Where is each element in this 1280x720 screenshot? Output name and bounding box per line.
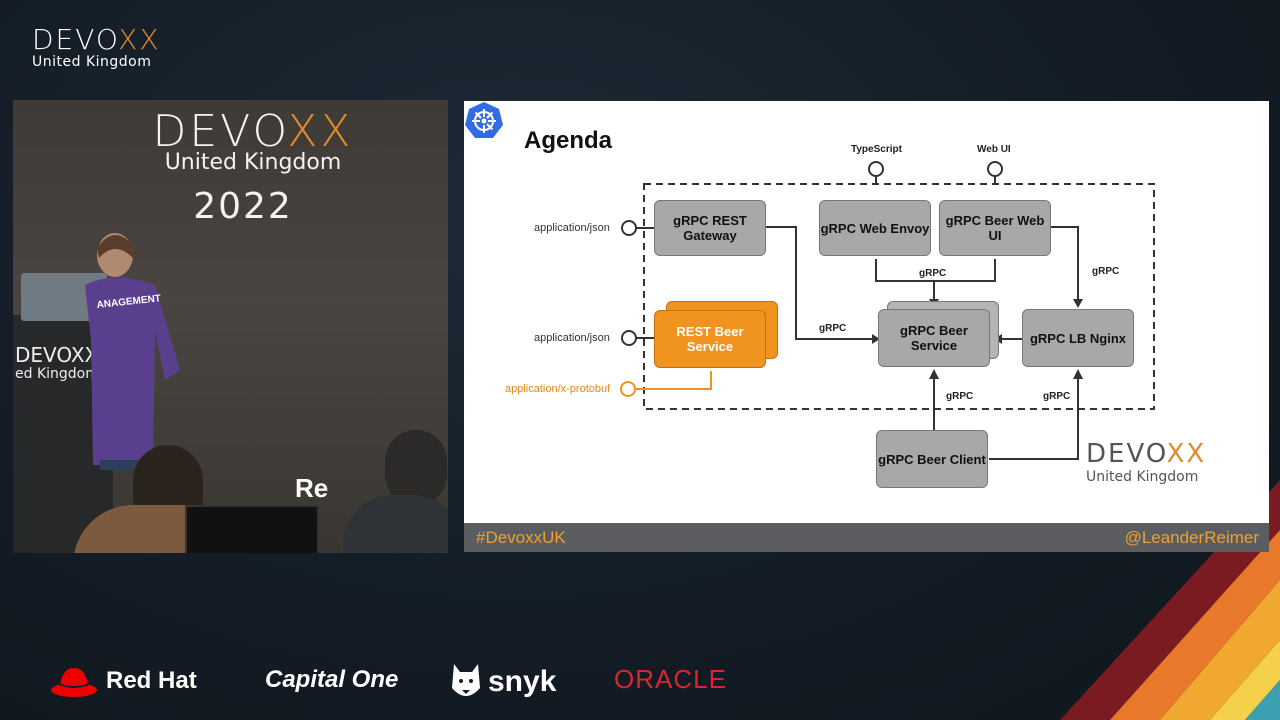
grpc-label-client: gRPC: [946, 391, 974, 402]
speaker-handle: @LeanderReimer: [1124, 528, 1259, 547]
podium-logo-word: DEVOXX: [15, 343, 99, 367]
monitor: [185, 505, 319, 553]
sponsor-capitalone: Capital One: [265, 666, 399, 693]
podium-logo-subtitle: ed Kingdom: [15, 366, 99, 382]
webui-label: Web UI: [977, 144, 1011, 155]
slide-devoxx-subtitle: United Kingdom: [1086, 469, 1199, 485]
audience-head-2: [385, 430, 447, 506]
presentation-slide: Agenda g: [464, 101, 1269, 552]
redhat-banner-partial: Re: [295, 473, 329, 503]
grpc-label-top: gRPC: [919, 268, 947, 279]
rest-beer-service-box: REST Beer Service: [654, 310, 766, 368]
grpc-label-left: gRPC: [819, 323, 847, 334]
sponsor-bar: Red Hat Capital One snyk ORACLE: [0, 650, 1280, 710]
grpc-label-right: gRPC: [1092, 266, 1120, 277]
sponsor-snyk: snyk: [450, 660, 556, 704]
stage-banner-subtitle: United Kingdom: [164, 150, 342, 175]
snyk-dog-icon: [452, 664, 480, 696]
audience-body-2: [343, 495, 448, 553]
json-label-2: application/json: [534, 332, 610, 344]
devoxx-logo: DEVOXX United Kingdom: [32, 23, 161, 71]
grpc-beer-service-box: gRPC Beer Service: [878, 309, 990, 367]
devoxx-logo-word: DEVOXX: [32, 23, 161, 56]
sponsor-redhat: Red Hat: [50, 664, 197, 698]
hashtag-text: #DevoxxUK: [476, 528, 566, 547]
typescript-label: TypeScript: [851, 144, 902, 155]
grpc-web-envoy-box: gRPC Web Envoy: [819, 200, 931, 256]
slide-title: Agenda: [524, 127, 613, 154]
redhat-icon: [51, 668, 97, 697]
speaker-video: DEVOXX United Kingdom 2022 DEVOXX ed Kin…: [13, 100, 448, 553]
grpc-beer-webui-box: gRPC Beer Web UI: [939, 200, 1051, 256]
sponsor-oracle: ORACLE: [614, 664, 727, 694]
slide-devoxx-logo: DEVOXX United Kingdom: [1086, 439, 1206, 485]
redhat-label: Red Hat: [106, 667, 197, 694]
kubernetes-icon: [465, 102, 503, 138]
slide-devoxx-word: DEVOXX: [1086, 439, 1207, 469]
grpc-beer-client-box: gRPC Beer Client: [876, 430, 988, 488]
grpc-rest-gateway-box: gRPC REST Gateway: [654, 200, 766, 256]
stage-banner-year: 2022: [193, 186, 293, 227]
protobuf-label: application/x-protobuf: [505, 383, 611, 395]
speaker-figure: ANAGEMENT: [85, 233, 180, 470]
stage-banner-word: DEVOXX: [152, 106, 354, 157]
grpc-lb-nginx-box: gRPC LB Nginx: [1022, 309, 1134, 367]
architecture-diagram-lines: [620, 161, 1155, 460]
slide-footer: #DevoxxUK @LeanderReimer: [464, 523, 1269, 552]
json-label-1: application/json: [534, 222, 610, 234]
devoxx-logo-subtitle: United Kingdom: [32, 54, 152, 70]
snyk-label: snyk: [488, 665, 557, 698]
grpc-label-lb: gRPC: [1043, 391, 1071, 402]
